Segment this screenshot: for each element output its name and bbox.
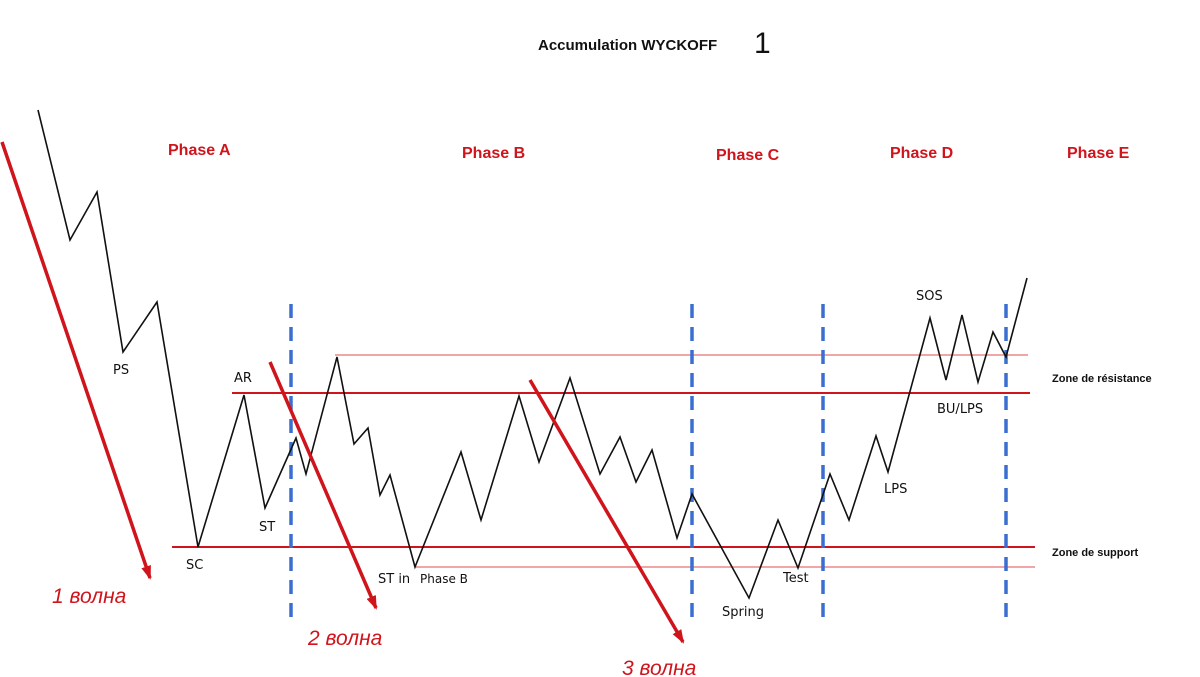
label-st: ST — [259, 520, 275, 535]
wave-3-arrow — [528, 379, 685, 644]
label-lps: LPS — [884, 482, 907, 497]
label-phase-b-small: Phase B — [420, 572, 468, 586]
label-ps: PS — [113, 363, 129, 378]
wave-1-label: 1 волна — [52, 585, 126, 608]
phase-e-label: Phase E — [1067, 145, 1130, 162]
price-path — [37, 109, 1028, 600]
wave-2-label: 2 волна — [307, 627, 382, 650]
label-sc: SC — [186, 558, 203, 573]
label-st-in: ST in — [378, 572, 410, 587]
wave-2-arrow — [268, 361, 378, 610]
phase-c-label: Phase C — [716, 147, 780, 164]
wave-1-arrow — [0, 141, 152, 580]
label-spring: Spring — [722, 605, 764, 620]
zone-resistance-label: Zone de résistance — [1052, 373, 1152, 385]
diagram-title: Accumulation WYCKOFF — [538, 37, 717, 54]
phase-b-label: Phase B — [462, 145, 525, 162]
label-ar: AR — [234, 371, 252, 386]
zone-support-label: Zone de support — [1052, 547, 1139, 559]
label-sos: SOS — [916, 289, 943, 304]
label-bu-lps: BU/LPS — [937, 402, 983, 417]
diagram-title-number: 1 — [754, 27, 771, 60]
wave-3-label: 3 волна — [622, 657, 696, 677]
phase-a-label: Phase A — [168, 142, 231, 159]
label-test: Test — [782, 571, 809, 586]
phase-d-label: Phase D — [890, 145, 953, 162]
